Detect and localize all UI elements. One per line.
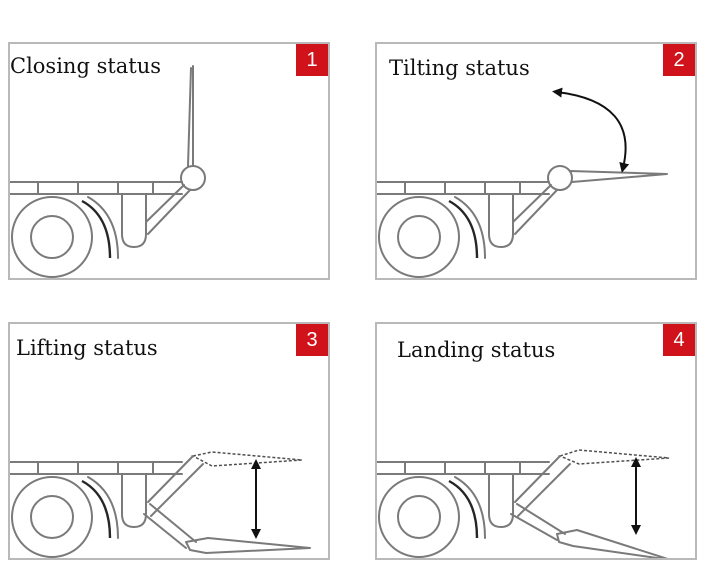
panel-tilting: Tilting status 2: [375, 42, 697, 280]
panel-number-badge: 3: [296, 324, 328, 356]
panel-landing: Landing status 4: [375, 322, 697, 560]
panel-closing: Closing status 1: [8, 42, 330, 280]
panel-number-badge: 4: [663, 324, 695, 356]
panel-number-badge: 2: [663, 44, 695, 76]
lifting-tailgate-drawing: [10, 451, 311, 558]
panel-label: Landing status: [397, 338, 556, 362]
panel-label: Closing status: [10, 54, 162, 78]
panel-lifting: Lifting status 3: [8, 322, 330, 560]
panel-label: Lifting status: [16, 336, 158, 360]
tilting-tailgate-drawing: [377, 87, 668, 278]
closing-tailgate-drawing: [10, 65, 206, 278]
panel-label: Tilting status: [389, 56, 530, 80]
landing-tailgate-drawing: [377, 449, 670, 558]
panel-number-badge: 1: [296, 44, 328, 76]
